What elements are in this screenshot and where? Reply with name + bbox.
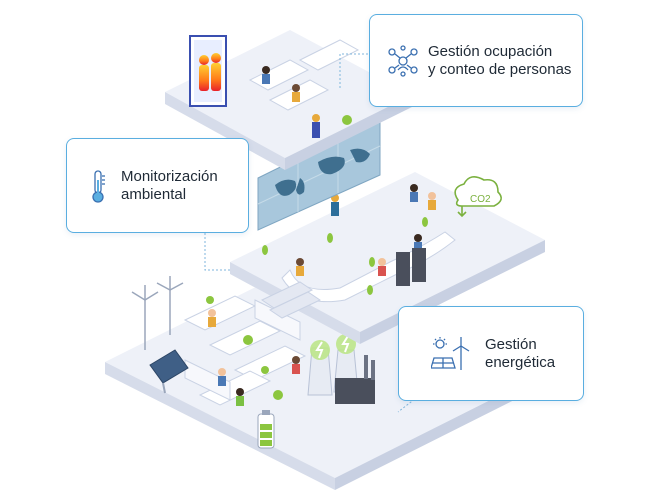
middle-floor [230,172,545,344]
callout-occupancy-label: Gestión ocupación y conteo de personas [428,42,572,78]
co2-cloud-icon: CO2 [454,176,502,218]
callout-occupancy: Gestión ocupación y conteo de personas [369,14,583,107]
co2-label: CO2 [470,194,491,205]
solar-panel [149,349,189,394]
people-network-icon [386,44,420,78]
video-wall [257,117,381,231]
power-plant [307,334,375,404]
callout-environment: Monitorización ambiental [66,138,249,233]
callout-energy: Gestión energética [398,306,584,401]
thermometer-icon [89,168,107,204]
battery [257,410,275,449]
top-floor [165,30,412,170]
callout-environment-label: Monitorización ambiental [121,167,218,203]
callout-energy-label: Gestión energética [485,335,556,371]
sun-wind-solar-icon [431,336,471,372]
wind-turbines [131,276,184,350]
